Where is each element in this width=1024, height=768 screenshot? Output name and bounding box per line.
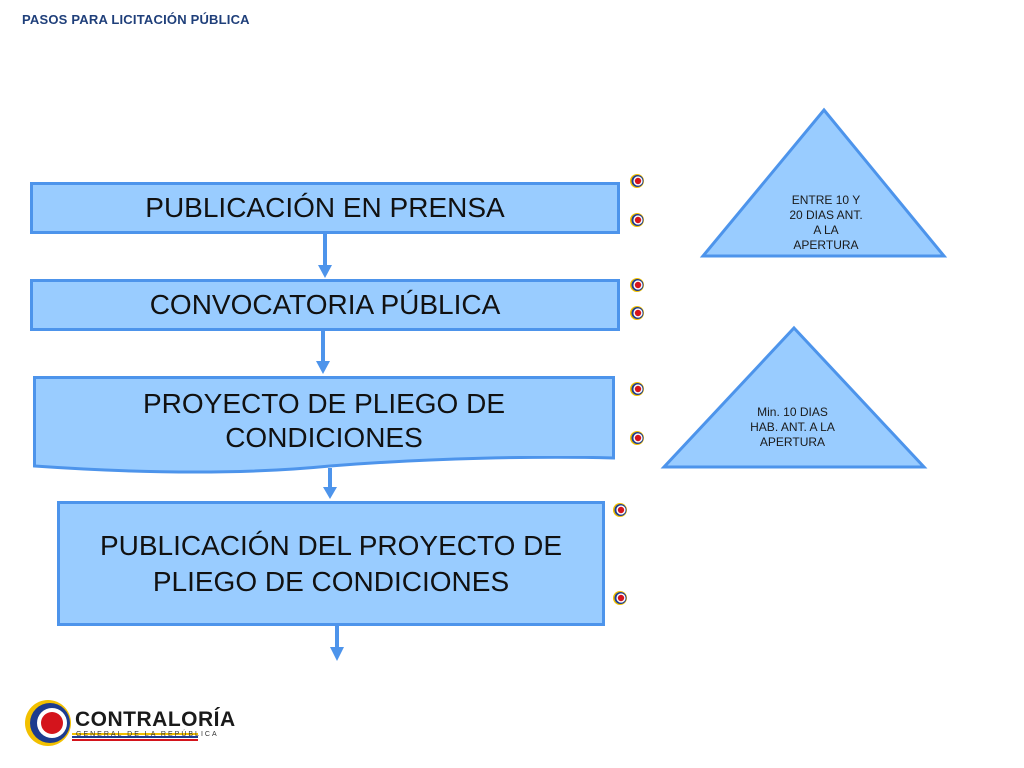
bullet-icon (630, 278, 644, 292)
step-label-line2: PLIEGO DE CONDICIONES (152, 565, 510, 597)
triangle-1-text: ENTRE 10 Y 20 DIAS ANT. A LA APERTURA (770, 193, 882, 253)
triangle-line: APERTURA (759, 435, 826, 449)
bullet-icon (630, 213, 644, 227)
bullet-icon (630, 174, 644, 188)
triangle-timing-2 (660, 325, 928, 469)
step3-wave-outline (33, 455, 615, 474)
arrow-step4-out (330, 626, 344, 661)
triangle-line: APERTURA (793, 238, 859, 252)
page-title: PASOS PARA LICITACIÓN PÚBLICA (22, 12, 250, 27)
bullet-icon (613, 503, 627, 517)
logo-wordmark: CONTRALORÍA (75, 708, 236, 731)
step-proyecto-pliego: PROYECTO DE PLIEGO DE CONDICIONES (33, 376, 615, 456)
arrow-step3-step4 (323, 468, 337, 499)
bullet-icon (613, 591, 627, 605)
arrow-step1-step2 (318, 234, 332, 278)
step3-wave-bottom (33, 456, 615, 472)
logo-subtitle: GENERAL DE LA REPÚBLICA (76, 731, 219, 738)
bullet-icon (630, 431, 644, 445)
triangle-timing-1 (699, 107, 948, 258)
bullet-icon (630, 306, 644, 320)
step-publicacion-prensa: PUBLICACIÓN EN PRENSA (30, 182, 620, 234)
triangle-line: HAB. ANT. A LA (750, 420, 835, 434)
step-publicacion-proyecto-pliego: PUBLICACIÓN DEL PROYECTO DE PLIEGO DE CO… (57, 501, 605, 626)
step-label-line1: PROYECTO DE PLIEGO DE (142, 387, 506, 419)
step-label-line2: CONDICIONES (225, 421, 423, 453)
step-label: CONVOCATORIA PÚBLICA (149, 289, 501, 320)
arrow-step2-step3 (316, 331, 330, 374)
triangle-line: 20 DIAS ANT. (789, 208, 863, 222)
contraloria-logo (18, 697, 202, 749)
triangle-line: ENTRE 10 Y (791, 193, 861, 207)
step-label: PUBLICACIÓN EN PRENSA (145, 192, 505, 223)
triangle-line: A LA (813, 223, 839, 237)
triangle-line: Min. 10 DIAS (757, 405, 828, 419)
triangle-2-text: Min. 10 DIAS HAB. ANT. A LA APERTURA (730, 405, 855, 450)
bullet-icon (630, 382, 644, 396)
step-label-line1: PUBLICACIÓN DEL PROYECTO DE (99, 529, 563, 561)
step-convocatoria-publica: CONVOCATORIA PÚBLICA (30, 279, 620, 331)
